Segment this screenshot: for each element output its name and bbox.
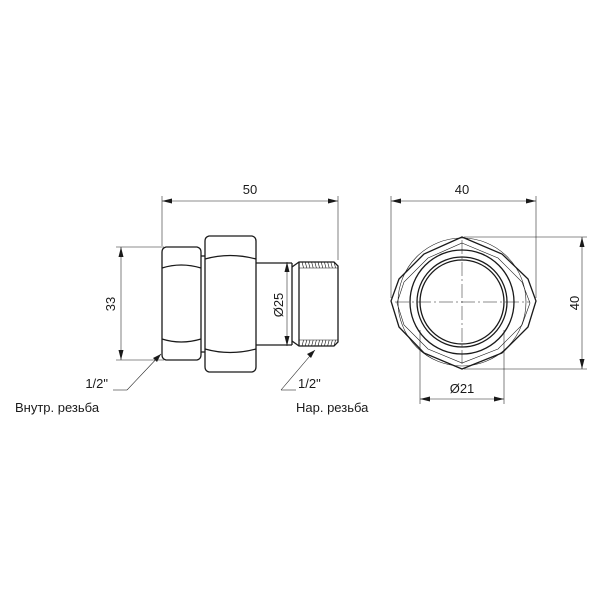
side-view: 50 33 Ø25 1/2" Внутр. резьба: [15, 182, 369, 415]
overall-length-dimension: 50: [161, 182, 339, 260]
thread-ridge: [311, 339, 314, 347]
external-thread-type: Нар. резьба: [296, 400, 369, 415]
bore-diameter-dimension: Ø21: [419, 330, 505, 404]
internal-thread-callout: 1/2" Внутр. резьба: [15, 353, 162, 415]
external-thread-size: 1/2": [298, 376, 321, 391]
thread-ridge: [301, 261, 304, 269]
external-thread: [291, 261, 339, 347]
height-label: 33: [103, 297, 118, 311]
bore-diameter-label: Ø21: [450, 381, 475, 396]
thread-diameter-label: Ø25: [271, 293, 286, 318]
thread-ridge: [314, 339, 317, 347]
height-dimension: 33: [103, 246, 164, 361]
thread-ridge: [311, 261, 314, 269]
middle-hex-nut: [201, 235, 257, 373]
shank: [256, 262, 293, 346]
left-hex-nut: [161, 246, 202, 361]
end-width-dimension: 40: [390, 182, 537, 298]
end-view: 40 40 Ø21: [390, 182, 587, 404]
thread-ridge: [333, 339, 336, 347]
thread-ridge: [308, 339, 311, 347]
thread-ridge: [330, 261, 333, 269]
thread-ridge: [308, 261, 311, 269]
thread-ridge: [320, 339, 324, 347]
thread-ridge: [333, 261, 336, 269]
thread-ridge: [301, 339, 304, 347]
overall-length-label: 50: [243, 182, 257, 197]
end-height-dimension: 40: [464, 236, 587, 370]
external-thread-callout: 1/2" Нар. резьба: [280, 349, 369, 415]
thread-ridge: [327, 339, 330, 347]
thread-ridge: [317, 339, 320, 347]
thread-ridge: [304, 339, 308, 347]
internal-thread-type: Внутр. резьба: [15, 400, 100, 415]
end-height-label: 40: [567, 296, 582, 310]
end-view-octagon-outer: [390, 236, 537, 370]
thread-diameter-dimension: Ø25: [271, 262, 290, 346]
thread-ridge: [314, 261, 317, 269]
thread-ridge: [320, 261, 324, 269]
end-width-label: 40: [455, 182, 469, 197]
thread-ridge: [304, 261, 308, 269]
thread-ridge: [330, 339, 333, 347]
thread-ridge: [324, 261, 327, 269]
thread-ridge: [327, 261, 330, 269]
thread-ridge: [324, 339, 327, 347]
internal-thread-size: 1/2": [85, 376, 108, 391]
thread-ridge: [317, 261, 320, 269]
